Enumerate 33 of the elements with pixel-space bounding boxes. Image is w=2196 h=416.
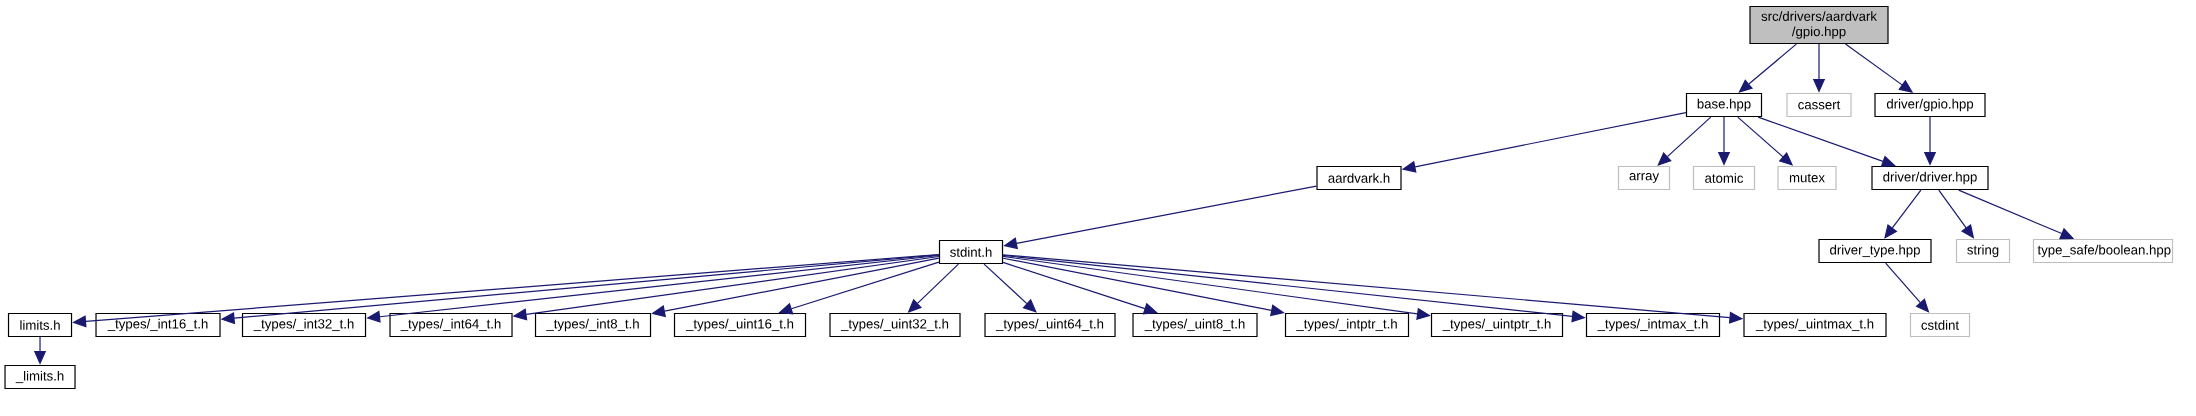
file-box: _types/_uint8_t.h bbox=[1132, 312, 1258, 338]
file-box: _types/_uintmax_t.h bbox=[1743, 312, 1887, 338]
file-box: stdint.h bbox=[938, 239, 1004, 265]
header-box: type_safe/boolean.hpp bbox=[2032, 238, 2174, 264]
file-box: aardvark.h bbox=[1316, 165, 1402, 191]
file-box: _types/_intmax_t.h bbox=[1585, 312, 1721, 338]
arrow bbox=[983, 263, 1037, 313]
file-box: driver/gpio.hpp bbox=[1874, 92, 1986, 118]
file-box: limits.h bbox=[7, 312, 73, 338]
arrow bbox=[1657, 116, 1712, 166]
header-box: cstdint bbox=[1909, 312, 1971, 338]
file-box: _types/_uint16_t.h bbox=[673, 312, 807, 338]
arrow bbox=[1002, 261, 1158, 315]
file-box: _types/_uintptr_t.h bbox=[1430, 312, 1564, 338]
header-box: atomic bbox=[1692, 165, 1756, 191]
file-box: _types/_uint64_t.h bbox=[984, 312, 1116, 338]
header-box: mutex bbox=[1777, 165, 1837, 191]
file-box: driver_type.hpp bbox=[1818, 238, 1932, 264]
file-box: src/drivers/aardvark /gpio.hpp bbox=[1749, 5, 1889, 45]
file-box: _limits.h bbox=[4, 364, 76, 390]
file-box: _types/_int64_t.h bbox=[389, 312, 513, 338]
file-box: _types/_int8_t.h bbox=[534, 312, 652, 338]
file-box: _types/_uint32_t.h bbox=[829, 312, 961, 338]
file-box: base.hpp bbox=[1685, 92, 1763, 118]
file-box: _types/_int16_t.h bbox=[95, 312, 221, 338]
header-box: array bbox=[1617, 165, 1671, 191]
file-box: _types/_int32_t.h bbox=[241, 312, 367, 338]
header-box: cassert bbox=[1786, 92, 1852, 118]
header-box: string bbox=[1955, 238, 2011, 264]
file-box: driver/driver.hpp bbox=[1871, 165, 1989, 191]
arrow bbox=[1738, 43, 1797, 93]
arrow bbox=[1884, 189, 1922, 239]
file-box: _types/_intptr_t.h bbox=[1284, 312, 1410, 338]
